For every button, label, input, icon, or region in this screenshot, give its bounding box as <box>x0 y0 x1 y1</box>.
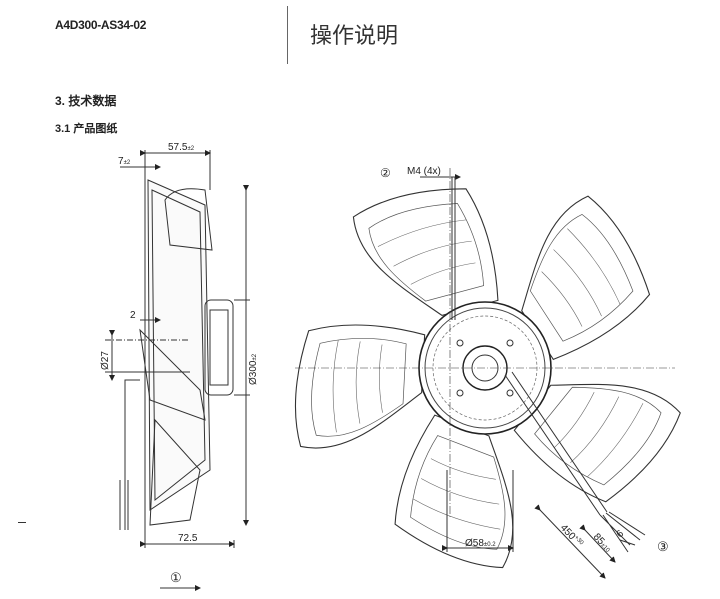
dim-cable: 450+30 <box>558 523 585 551</box>
page-title: 操作说明 <box>310 23 399 48</box>
dim-fan-dia: Ø300±2 <box>248 353 259 385</box>
dim-total-depth: 72.5 <box>178 533 198 544</box>
margin-mark <box>18 522 26 523</box>
airflow-marker: ① <box>170 570 182 585</box>
side-view <box>105 150 250 591</box>
dim-strip: 85±10 <box>591 532 614 555</box>
dim-end: 6 <box>615 528 627 540</box>
dim-hub-dia: Ø27 <box>100 351 111 370</box>
model-number: A4D300-AS34-02 <box>55 18 147 32</box>
dim-small: 2 <box>130 310 136 321</box>
dim-hub: Ø58±0.2 <box>465 538 496 549</box>
front-view <box>292 168 688 579</box>
dim-offset: 7±2 <box>118 156 131 167</box>
section-heading: 3. 技术数据 <box>55 94 117 108</box>
dim-depth: 57.5±2 <box>168 142 195 153</box>
mount-label: M4 (4x) <box>407 166 441 177</box>
cable-marker: ③ <box>657 539 669 554</box>
subsection-heading: 3.1 产品图纸 <box>55 123 118 135</box>
mount-marker: ② <box>380 166 391 180</box>
header-divider <box>287 6 288 64</box>
